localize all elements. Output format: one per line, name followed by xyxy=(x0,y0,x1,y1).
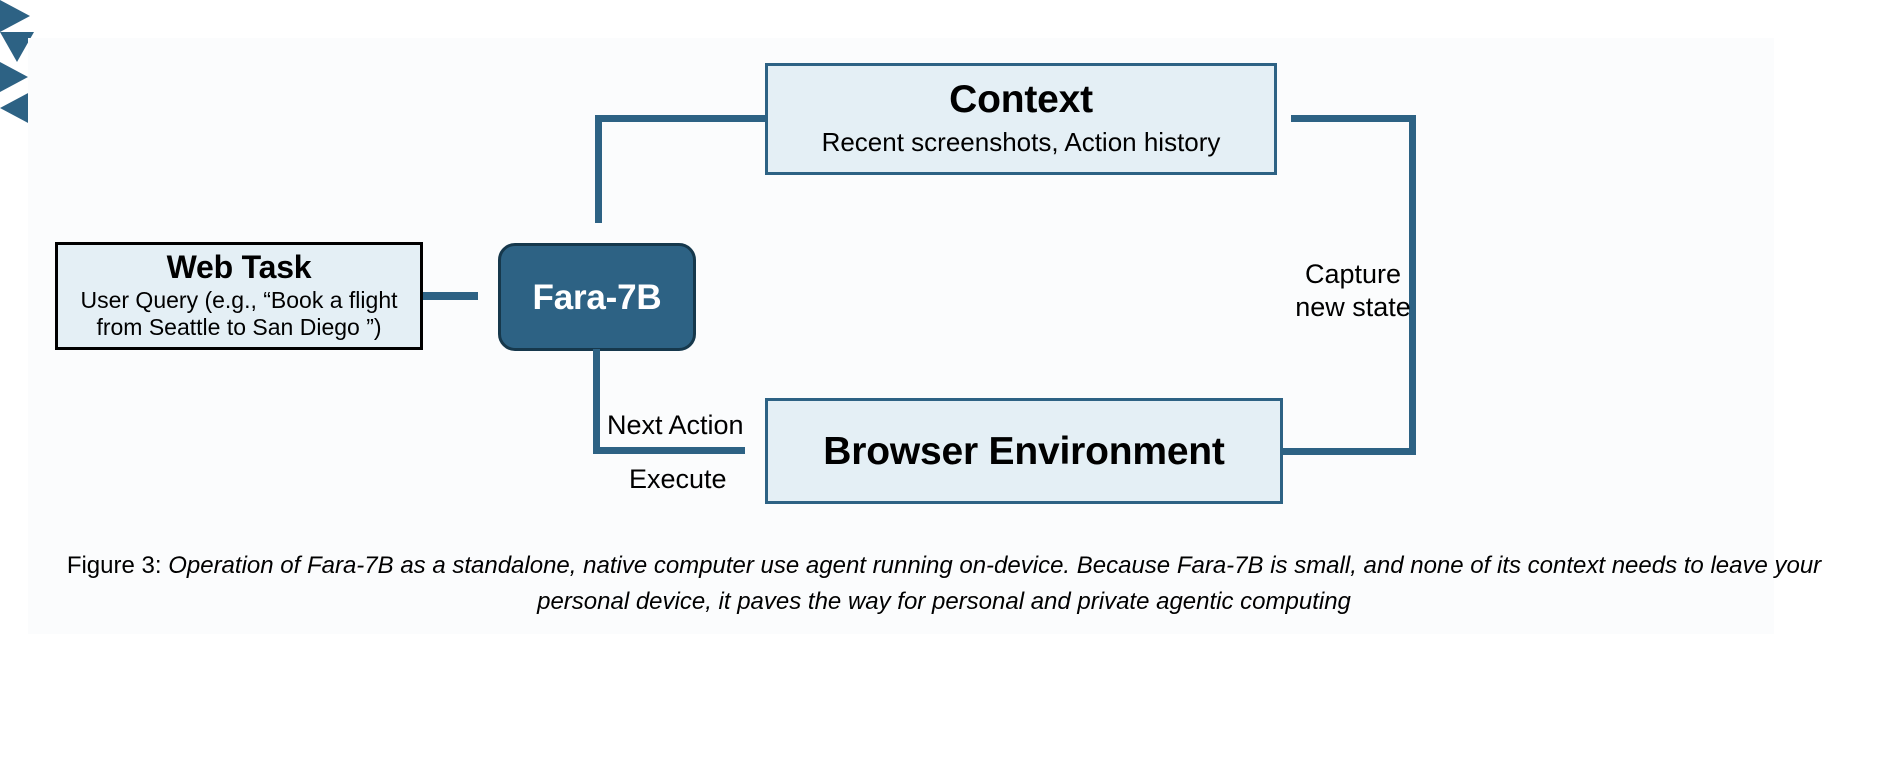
figure-caption-text: Operation of Fara-7B as a standalone, na… xyxy=(168,552,1822,615)
arrowhead-right-icon xyxy=(0,62,28,92)
node-web-task: Web Task User Query (e.g., “Book a fligh… xyxy=(55,242,423,350)
node-agent-fara-7b: Fara-7B xyxy=(498,243,696,351)
arrowhead-left-icon xyxy=(0,92,30,124)
context-title: Context xyxy=(949,78,1093,122)
arrowhead-right-icon xyxy=(0,0,30,32)
edge-agent-to-browser-horizontal xyxy=(593,447,745,454)
agent-title: Fara-7B xyxy=(532,277,662,317)
node-browser-environment: Browser Environment xyxy=(765,398,1283,504)
edge-web-task-to-agent-line xyxy=(423,292,478,300)
edge-label-capture-line-1: Capture xyxy=(1304,259,1402,289)
edge-label-execute: Execute xyxy=(629,464,727,494)
web-task-subtitle-line-1: User Query (e.g., “Book a flight xyxy=(80,286,398,313)
edge-label-capture-line-2: new state xyxy=(1295,291,1411,322)
node-context: Context Recent screenshots, Action histo… xyxy=(765,63,1277,175)
figure-caption-label: Figure 3: xyxy=(66,552,169,579)
edge-label-next-action: Next Action xyxy=(607,410,744,440)
edge-context-to-agent-vertical xyxy=(595,115,602,223)
context-subtitle: Recent screenshots, Action history xyxy=(821,127,1221,158)
edge-context-to-agent-horizontal xyxy=(595,115,767,122)
figure-caption: Figure 3: Operation of Fara-7B as a stan… xyxy=(40,548,1848,620)
edge-browser-to-context-horizontal-top xyxy=(1291,115,1416,122)
edge-browser-to-context-vertical xyxy=(1409,115,1416,455)
edge-agent-to-browser-vertical xyxy=(593,349,600,454)
web-task-title: Web Task xyxy=(166,248,312,285)
edge-label-capture-new-state: Capture new state xyxy=(1283,258,1423,324)
web-task-subtitle-line-2: from Seattle to San Diego ”) xyxy=(96,314,382,340)
edge-browser-to-context-horizontal-bottom xyxy=(1283,448,1416,455)
browser-title: Browser Environment xyxy=(823,429,1225,473)
